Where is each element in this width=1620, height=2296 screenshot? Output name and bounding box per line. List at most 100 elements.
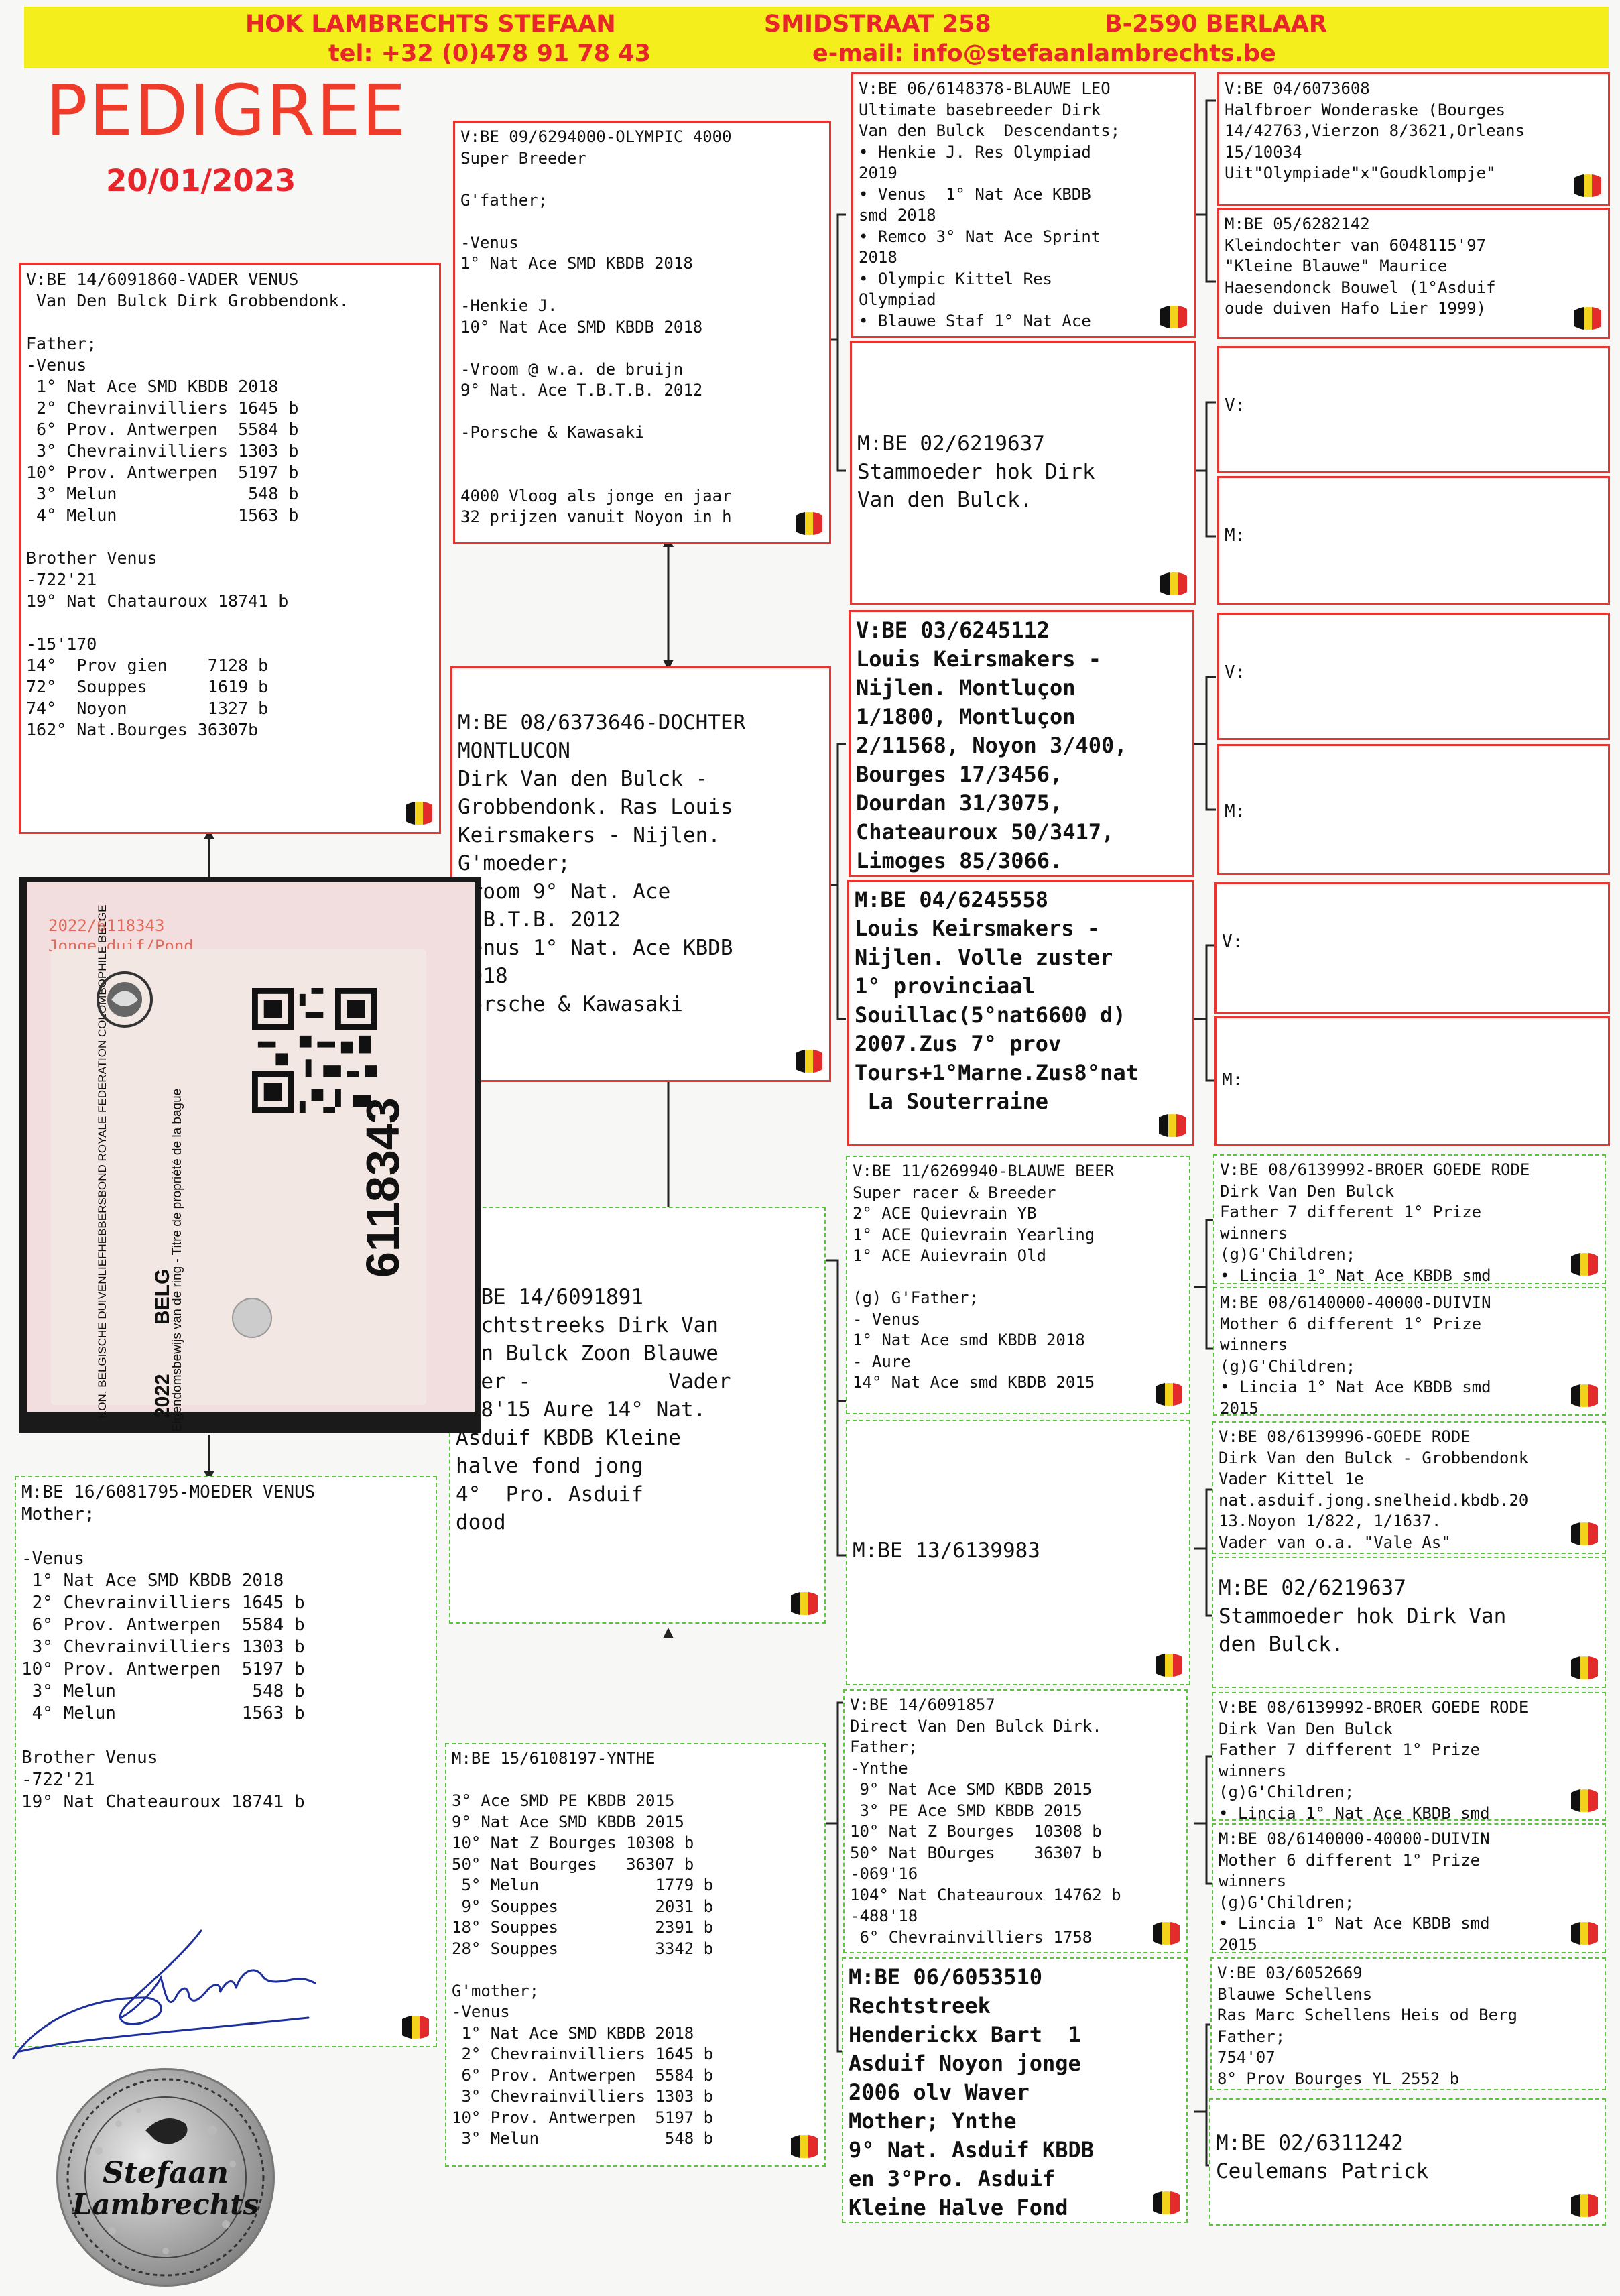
- box-text: M:BE 08/6140000-40000-DUIVIN Mother 6 di…: [1220, 1293, 1491, 1416]
- pedigree-box-g3-3: V:BE 03/6245112 Louis Keirsmakers - Nijl…: [849, 610, 1194, 877]
- pedigree-box-g3-2: M:BE 02/6219637 Stammoeder hok Dirk Van …: [850, 341, 1196, 605]
- pedigree-date: 20/01/2023: [106, 163, 296, 198]
- box-text: M:BE 02/6311242 Ceulemans Patrick: [1216, 2131, 1429, 2183]
- pedigree-box-g4-8: M:: [1214, 1016, 1610, 1146]
- pedigree-box-g4-1: V:BE 04/6073608 Halfbroer Wonderaske (Bo…: [1217, 72, 1610, 206]
- belgium-flag-icon: [1153, 1922, 1180, 1945]
- qr-code-icon: [252, 988, 377, 1113]
- box-text: V:: [1225, 662, 1246, 682]
- pedigree-box-g4-6: M:: [1217, 744, 1610, 875]
- pedigree-box-g3-4: M:BE 04/6245558 Louis Keirsmakers - Nijl…: [847, 880, 1194, 1146]
- pedigree-box-g4-9: V:BE 08/6139992-BROER GOEDE RODE Dirk Va…: [1213, 1154, 1606, 1284]
- belgium-flag-icon: [1156, 1383, 1182, 1406]
- box-text: V:BE 08/6139996-GOEDE RODE Dirk Van den …: [1219, 1427, 1529, 1552]
- box-text: M:BE 05/6282142 Kleindochter van 6048115…: [1225, 215, 1496, 318]
- pedigree-box-g4-2: M:BE 05/6282142 Kleindochter van 6048115…: [1217, 208, 1610, 339]
- belgium-flag-icon: [1574, 307, 1601, 330]
- page-title: PEDIGREE: [46, 70, 408, 152]
- box-text: M:BE 08/6373646-DOCHTER MONTLUCON Dirk V…: [458, 711, 746, 1016]
- pedigree-box-g3-7: V:BE 14/6091857 Direct Van Den Bulck Dir…: [843, 1689, 1188, 1953]
- belgium-flag-icon: [1571, 1522, 1598, 1545]
- seal-name-first: Stefaan: [102, 2156, 229, 2190]
- pedigree-box-grandsire-paternal: V:BE 09/6294000-OLYMPIC 4000 Super Breed…: [453, 121, 831, 544]
- belgium-flag-icon: [1571, 1789, 1598, 1812]
- pedigree-box-g4-11: V:BE 08/6139996-GOEDE RODE Dirk Van den …: [1212, 1421, 1606, 1554]
- box-text: V:: [1225, 396, 1246, 416]
- handwritten-signature-icon: [12, 1929, 316, 2059]
- box-text: M:: [1225, 802, 1246, 822]
- ring-hole: [232, 1298, 272, 1338]
- box-text: V:BE 03/6052669 Blauwe Schellens Ras Mar…: [1217, 1963, 1517, 2088]
- pedigree-box-g4-3: V:: [1217, 346, 1610, 473]
- belgium-flag-icon: [1574, 174, 1601, 197]
- box-text: V:BE 03/6245112 Louis Keirsmakers - Nijl…: [856, 617, 1127, 873]
- pedigree-box-g3-6: M:BE 13/6139983: [846, 1420, 1190, 1685]
- belgium-flag-icon: [1571, 1922, 1598, 1945]
- box-text: V:: [1222, 932, 1243, 952]
- box-text: V:BE 08/6139992-BROER GOEDE RODE Dirk Va…: [1220, 1160, 1530, 1284]
- belgium-flag-icon: [791, 2135, 818, 2158]
- header-phone: tel: +32 (0)478 91 78 43: [328, 40, 651, 67]
- box-text: V:BE 06/6148378-BLAUWE LEO Ultimate base…: [859, 79, 1121, 330]
- pedigree-box-granddam-maternal: M:BE 15/6108197-YNTHE 3° Ace SMD PE KBDB…: [445, 1743, 826, 2167]
- belgium-flag-icon: [1156, 1654, 1182, 1677]
- belgium-flag-icon: [1571, 1384, 1598, 1407]
- box-text: M:BE 13/6139983: [853, 1538, 1040, 1563]
- ring-certificate-card: 6118343 BELG 2022 KON. BELGISCHE DUIVENL…: [51, 905, 426, 1432]
- pedigree-box-sire: V:BE 14/6091860-VADER VENUS Van Den Bulc…: [19, 263, 441, 834]
- pedigree-box-g4-10: M:BE 08/6140000-40000-DUIVIN Mother 6 di…: [1213, 1287, 1606, 1416]
- belgium-flag-icon: [402, 2016, 429, 2039]
- pedigree-box-granddam-paternal: M:BE 08/6373646-DOCHTER MONTLUCON Dirk V…: [450, 666, 831, 1082]
- holographic-seal: Stefaan Lambrechts: [56, 2068, 275, 2287]
- belgium-flag-icon: [1571, 1253, 1598, 1276]
- box-text: M:: [1225, 526, 1246, 546]
- ring-number: 6118343: [357, 1097, 409, 1278]
- box-text: M:BE 15/6108197-YNTHE 3° Ace SMD PE KBDB…: [452, 1749, 714, 2148]
- box-text: M:BE 08/6140000-40000-DUIVIN Mother 6 di…: [1219, 1829, 1490, 1953]
- box-text: M:BE 02/6219637 Stammoeder hok Dirk Van …: [1219, 1576, 1507, 1656]
- header-banner: HOK LAMBRECHTS STEFAAN SMIDSTRAAT 258 B-…: [24, 7, 1609, 68]
- belgium-flag-icon: [1160, 306, 1187, 328]
- belgium-flag-icon: [1153, 2191, 1180, 2214]
- ring-certificate-paper: 2022/6118343 Jonge duif/Pond 6118343 BEL…: [27, 882, 475, 1432]
- belgium-flag-icon: [1571, 2194, 1598, 2217]
- header-city: B-2590 BERLAAR: [1105, 11, 1327, 38]
- pedigree-box-g4-16: M:BE 02/6311242 Ceulemans Patrick: [1209, 2098, 1606, 2226]
- pedigree-box-dam: M:BE 16/6081795-MOEDER VENUS Mother; -Ve…: [15, 1476, 437, 2047]
- belgium-flag-icon: [796, 512, 822, 535]
- seal-ring-pattern: [66, 2078, 265, 2277]
- box-text: M:BE 04/6245558 Louis Keirsmakers - Nijl…: [855, 887, 1139, 1114]
- pedigree-box-g3-1: V:BE 06/6148378-BLAUWE LEO Ultimate base…: [851, 72, 1196, 338]
- box-text: V:BE 08/6139992-BROER GOEDE RODE Dirk Va…: [1219, 1698, 1529, 1821]
- pedigree-box-g4-7: V:: [1214, 882, 1610, 1014]
- pedigree-box-g4-13: V:BE 08/6139992-BROER GOEDE RODE Dirk Va…: [1212, 1692, 1606, 1821]
- belgium-flag-icon: [796, 1050, 822, 1073]
- pedigree-box-g3-5: V:BE 11/6269940-BLAUWE BEER Super racer …: [846, 1156, 1190, 1414]
- box-text: V:BE 14/6091860-VADER VENUS Van Den Bulc…: [26, 269, 349, 739]
- ring-certificate-caption: Eigendomsbewijs van de ring - Titre de p…: [170, 1088, 184, 1432]
- header-email: e-mail: info@stefaanlambrechts.be: [812, 40, 1276, 67]
- box-text: M:: [1222, 1070, 1243, 1090]
- pedigree-box-g4-14: M:BE 08/6140000-40000-DUIVIN Mother 6 di…: [1212, 1823, 1606, 1953]
- box-text: M:BE 16/6081795-MOEDER VENUS Mother; -Ve…: [21, 1482, 316, 1812]
- box-text: V:BE 04/6073608 Halfbroer Wonderaske (Bo…: [1225, 79, 1525, 182]
- belgium-flag-icon: [791, 1592, 818, 1615]
- header-street: SMIDSTRAAT 258: [764, 11, 991, 38]
- box-text: V:BE 09/6294000-OLYMPIC 4000 Super Breed…: [460, 127, 732, 526]
- box-text: M:BE 06/6053510 Rechtstreek Henderickx B…: [849, 1964, 1095, 2220]
- box-text: V:BE 11/6269940-BLAUWE BEER Super racer …: [853, 1162, 1115, 1392]
- box-text: V:BE 14/6091891 rechtstreeks Dirk Van de…: [456, 1285, 731, 1534]
- belgium-flag-icon: [1571, 1656, 1598, 1679]
- pedigree-box-g4-5: V:: [1217, 613, 1610, 740]
- belgium-flag-icon: [406, 802, 432, 825]
- belgium-flag-icon: [1160, 572, 1187, 595]
- belgium-flag-icon: [1159, 1114, 1186, 1137]
- pedigree-box-g3-8: M:BE 06/6053510 Rechtstreek Henderickx B…: [842, 1957, 1188, 2223]
- seal-name-last: Lambrechts: [72, 2188, 259, 2221]
- federation-logo-icon: [97, 971, 153, 1028]
- pedigree-box-g4-12: M:BE 02/6219637 Stammoeder hok Dirk Van …: [1212, 1557, 1606, 1688]
- header-loft-name: HOK LAMBRECHTS STEFAAN: [245, 11, 616, 38]
- ring-certificate-image: 2022/6118343 Jonge duif/Pond 6118343 BEL…: [19, 877, 481, 1433]
- box-text: V:BE 14/6091857 Direct Van Den Bulck Dir…: [850, 1695, 1121, 1947]
